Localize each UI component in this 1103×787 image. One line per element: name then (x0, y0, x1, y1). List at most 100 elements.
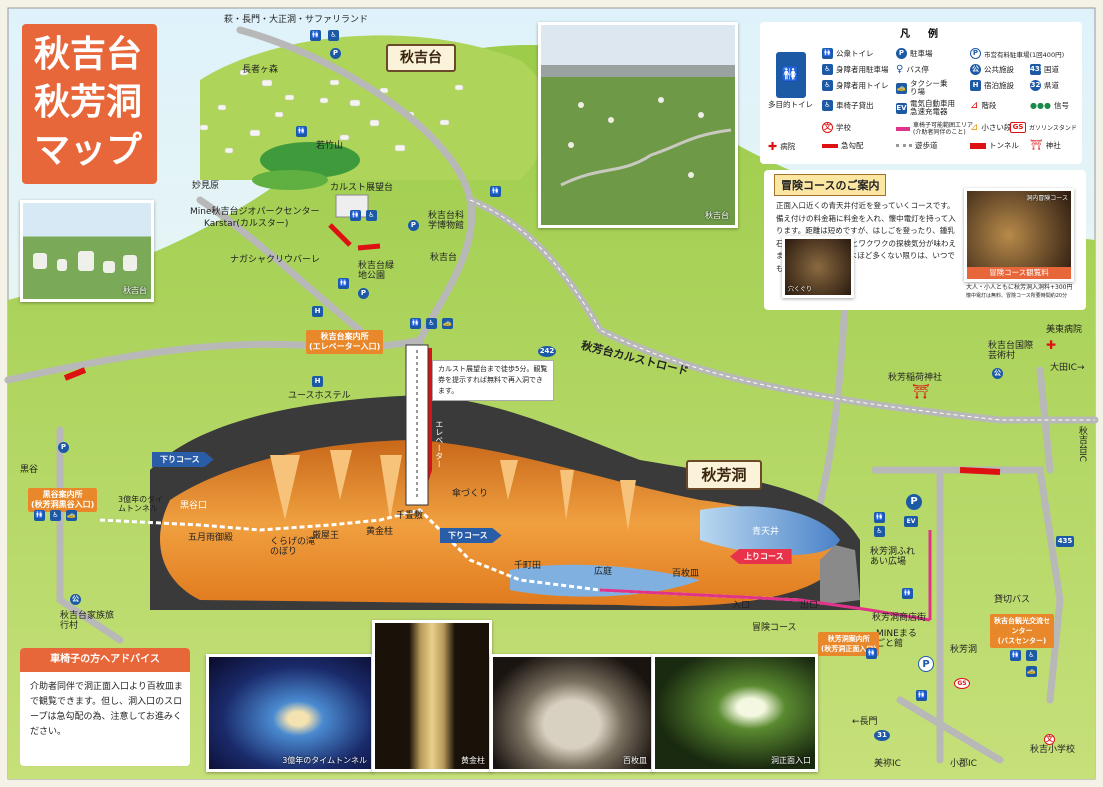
signal-icon: ●●● (1030, 101, 1051, 110)
wheelchair-icon: ♿ (822, 100, 833, 111)
info-center-tag: 秋吉台案内所 (エレベーター入口) (306, 330, 384, 354)
wheelchair-toilet-icon: ♿ (50, 510, 61, 521)
trail-icon (896, 144, 912, 147)
gas-station-icon: GS (954, 678, 970, 689)
lodging-icon: H (970, 80, 981, 91)
legend-label: 県道 (1044, 81, 1059, 90)
toilet-icon: 🚻 (902, 588, 913, 599)
photo-adventure-right: 洞内冒険コース 冒険コース観覧料 (964, 188, 1074, 282)
label-wakatake: 若竹山 (316, 141, 344, 151)
parking-icon: P (918, 656, 934, 672)
photo-entrance: 洞正面入口 (652, 654, 818, 772)
public-facility-icon: 公 (70, 594, 81, 605)
prefectural-road-icon: 32 (1030, 80, 1041, 91)
lodging-icon: H (312, 306, 323, 317)
label-ogori-ic: 小郡IC (950, 759, 977, 769)
toilet-icon: 🚻 (490, 186, 501, 197)
label-hagi: 萩・長門・大正洞・サファリランド (224, 15, 369, 25)
lodging-icon: H (312, 376, 323, 387)
bus-stop-icon: ♀ (896, 64, 904, 75)
legend-label: 車椅子貸出 (836, 101, 874, 110)
toilet-icon: 🚻 (350, 210, 361, 221)
toilet-icon: 🚻 (34, 510, 45, 521)
legend-label: 駐車場 (910, 49, 933, 58)
toilet-icon: 🚻 (1010, 650, 1021, 661)
legend-wheelchair-area: 車椅子可能範囲エリア(介助者同伴のこと) (896, 122, 973, 136)
label-samidare: 五月雨御殿 (188, 533, 234, 543)
info-center-name: 秋吉台案内所 (320, 332, 369, 341)
legend-label: 車椅子可能範囲エリア(介助者同伴のこと) (913, 122, 974, 136)
road-illustration (560, 97, 732, 187)
adventure-course-panel: 冒険コースのご案内 正面入口近くの青天井付近を登っていくコースです。備え付けの料… (764, 170, 1086, 310)
legend-label: 小さい段 (981, 123, 1012, 132)
legend-bus: ♀バス停 (896, 64, 929, 75)
photo-time-tunnel: 3億年のタイムトンネル (206, 654, 374, 772)
title-line-3: マップ (34, 129, 143, 171)
label-charter-bus: 貸切バス (994, 595, 1031, 605)
hospital-icon: ✚ (1046, 338, 1057, 352)
adventure-title: 冒険コースのご案内 (774, 174, 887, 196)
photo-caption: 百枚皿 (623, 756, 647, 765)
label-hyakumai: 百枚皿 (672, 569, 700, 579)
wheelchair-advice-title: 車椅子の方へアドバイス (20, 648, 190, 672)
legend-label: 遊歩道 (915, 141, 938, 150)
legend-public-facility: 公公共施設 (970, 64, 1014, 75)
label-mine-ic: 美祢IC (874, 759, 901, 769)
legend-label: 身障者用トイレ (836, 81, 889, 90)
ev-charger-icon: EV (904, 516, 918, 527)
photo-caption: 秋吉台 (705, 211, 729, 220)
taxi-icon: 🚕 (896, 82, 907, 94)
wheelchair-parking-icon: ♿ (822, 64, 833, 75)
label-elevator: エレベーター (434, 420, 444, 468)
legend-taxi: 🚕タクシー乗り場 (896, 80, 950, 96)
gas-station-icon: GS (1010, 122, 1026, 133)
legend-label: 身障者用駐車場 (836, 65, 889, 74)
photo-caption: 秋吉台 (123, 286, 147, 295)
label-aotenjo: 青天井 (752, 527, 780, 537)
legend-signal: ●●●信号 (1030, 100, 1069, 111)
legend-label: 公共施設 (984, 65, 1014, 74)
photo-caption: 3億年のタイムトンネル (282, 756, 367, 765)
legend-label: 病院 (780, 142, 796, 151)
photo-adventure-left: 穴くぐり (782, 236, 854, 298)
label-school: 秋吉小学校 (1030, 745, 1076, 755)
parking-icon: P (408, 220, 419, 231)
public-facility-icon: 公 (992, 368, 1003, 379)
ev-charger-icon: EV (896, 102, 907, 114)
sign-akiyoshidai: 秋吉台 (386, 44, 456, 72)
bus-center-tag: 秋吉台観光交流センター (バスセンター) (990, 614, 1054, 648)
label-family-village: 秋吉台家族旅行村 (60, 611, 115, 631)
label-entrance: 入口 (732, 601, 751, 611)
label-time-tunnel: 3億年のタイムトンネル (118, 495, 164, 513)
photo-akiyoshidai-small: 秋吉台 (20, 200, 154, 302)
legend-label: バス停 (906, 65, 929, 74)
uphill-course-tag: 上りコース (730, 549, 792, 564)
parking-icon: P (906, 494, 922, 510)
wheelchair-toilet-icon: ♿ (366, 210, 377, 221)
legend-shrine: ⛩神社 (1030, 140, 1061, 151)
toilet-icon: 🚻 (410, 318, 421, 329)
label-enma: 厳屋王 (312, 531, 340, 541)
downhill-course-tag-2: 下りコース (440, 528, 502, 543)
label-akiyoshidai-ic: 秋吉台IC (1076, 426, 1087, 462)
taxi-icon: 🚕 (1026, 666, 1037, 677)
national-road-icon: 435 (1030, 64, 1045, 75)
label-youth-hostel: ユースホステル (288, 391, 351, 401)
kurodani-info-sub: (秋芳洞黒谷入口) (31, 500, 95, 509)
label-akiyoshido-stop: 秋芳洞 (950, 645, 978, 655)
label-senjojiki: 千畳敷 (396, 511, 424, 521)
info-center-sub: (エレベーター入口) (309, 342, 381, 351)
legend-label: 宿泊施設 (984, 81, 1014, 90)
toilet-icon: 🚻 (874, 512, 885, 523)
legend-disabled-toilet: ♿身障者用トイレ (822, 80, 889, 91)
toilet-icon: 🚻 (338, 278, 349, 289)
wheelchair-toilet-icon: ♿ (426, 318, 437, 329)
label-ogon: 黄金柱 (366, 527, 394, 537)
legend-label: 学校 (836, 123, 851, 132)
taxi-icon: 🚕 (66, 510, 77, 521)
wheelchair-toilet-icon: ♿ (328, 30, 339, 41)
